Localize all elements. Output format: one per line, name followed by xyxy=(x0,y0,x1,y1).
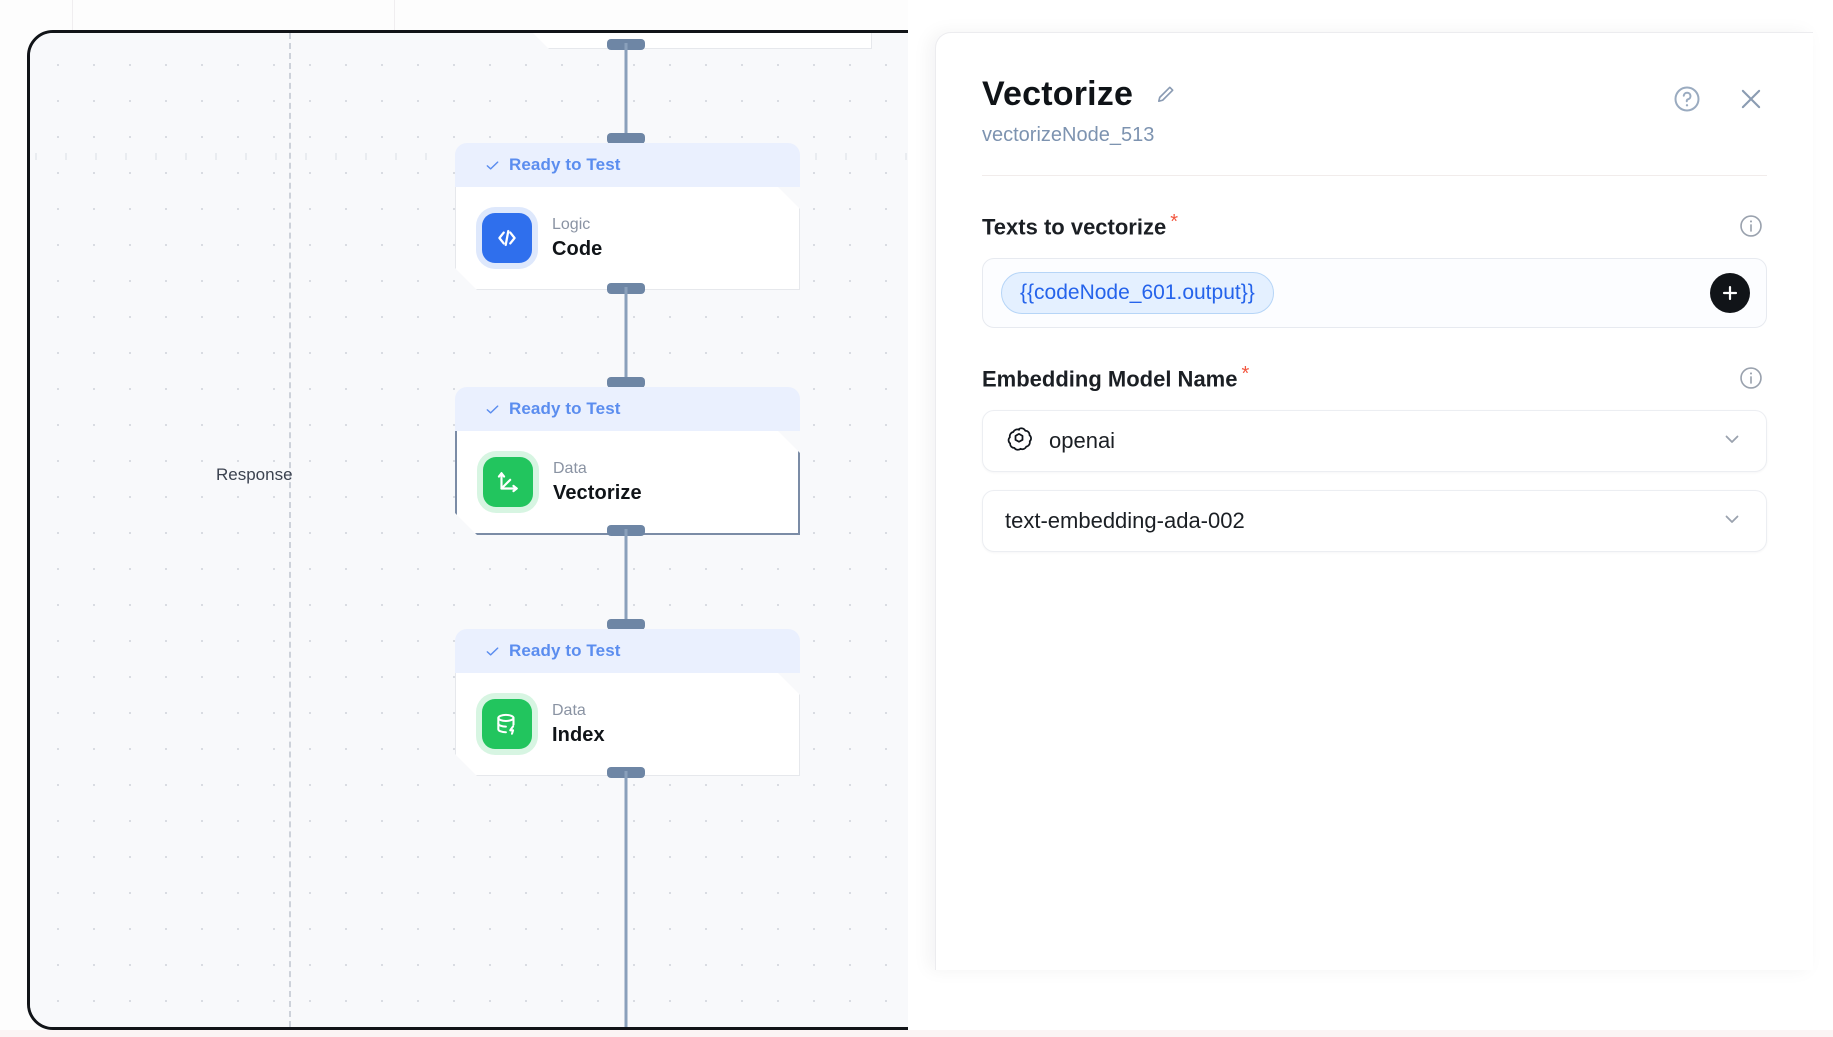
connector-line xyxy=(624,771,628,1027)
workflow-node-vectorize[interactable]: Ready to Test Data Vectorize xyxy=(455,387,800,535)
node-category: Data xyxy=(552,701,586,719)
required-marker: * xyxy=(1170,211,1179,234)
check-icon xyxy=(485,402,500,417)
node-card[interactable]: Data Vectorize xyxy=(455,431,800,535)
check-icon xyxy=(485,644,500,659)
embedding-model-value: text-embedding-ada-002 xyxy=(1005,508,1245,533)
connector-line xyxy=(624,43,628,139)
node-status-label: Ready to Test xyxy=(509,399,621,418)
required-marker: * xyxy=(1241,363,1250,386)
node-card[interactable]: Data Index xyxy=(455,673,800,776)
field-label-row: Texts to vectorize* xyxy=(982,210,1767,242)
panel-divider xyxy=(982,175,1767,176)
page-bottom-strip xyxy=(0,1030,1833,1037)
node-title: Code xyxy=(552,237,603,260)
panel-title-row: Vectorize xyxy=(982,75,1767,114)
node-status-badge: Ready to Test xyxy=(455,143,800,187)
node-category: Data xyxy=(553,459,587,477)
database-bolt-icon xyxy=(482,699,532,749)
code-icon xyxy=(482,213,532,263)
node-settings-panel: Vectorize vectorizeNode_513 xyxy=(935,32,1813,970)
chevron-down-icon[interactable] xyxy=(1720,427,1744,456)
node-title: Vectorize xyxy=(553,481,642,504)
response-label: Response xyxy=(216,465,293,484)
embedding-provider-value: openai xyxy=(1049,428,1116,453)
connector-handle[interactable] xyxy=(607,619,645,630)
panel-header: Vectorize vectorizeNode_513 xyxy=(936,33,1813,147)
node-status-badge: Ready to Test xyxy=(455,629,800,673)
connector-handle[interactable] xyxy=(607,377,645,388)
field-label-text: Texts to vectorize xyxy=(982,214,1167,240)
embedding-provider-select[interactable]: openai xyxy=(982,410,1767,472)
node-meta: Data Index xyxy=(552,702,605,747)
check-icon xyxy=(485,158,500,173)
node-id-label: vectorizeNode_513 xyxy=(982,124,1155,146)
field-label: Texts to vectorize* xyxy=(982,211,1178,240)
node-status-label: Ready to Test xyxy=(509,155,621,174)
workflow-node-index[interactable]: Ready to Test Data Index xyxy=(455,629,800,776)
node-card-partial-above[interactable] xyxy=(527,30,872,49)
connector-handle[interactable] xyxy=(607,133,645,144)
close-icon[interactable] xyxy=(1735,83,1767,115)
connector-line xyxy=(624,287,628,383)
node-meta: Logic Code xyxy=(552,216,602,261)
field-texts-to-vectorize: Texts to vectorize* {{codeNode_601.outpu… xyxy=(982,210,1767,328)
help-circle-icon[interactable] xyxy=(1671,83,1703,115)
info-icon[interactable] xyxy=(1735,210,1767,242)
field-label: Embedding Model Name* xyxy=(982,363,1249,392)
chevron-down-icon[interactable] xyxy=(1720,507,1744,536)
node-status-label: Ready to Test xyxy=(509,641,621,660)
node-card[interactable]: Logic Code xyxy=(455,187,800,290)
node-meta: Data Vectorize xyxy=(553,460,642,505)
pencil-icon[interactable] xyxy=(1149,79,1181,111)
field-label-text: Embedding Model Name xyxy=(982,366,1238,392)
variable-token-chip[interactable]: {{codeNode_601.output}} xyxy=(1001,272,1274,314)
embedding-model-select[interactable]: text-embedding-ada-002 xyxy=(982,490,1767,552)
node-category: Logic xyxy=(552,215,591,233)
plus-icon[interactable] xyxy=(1710,273,1750,313)
panel-actions xyxy=(1671,83,1767,115)
node-title: Index xyxy=(552,723,605,746)
openai-logo-icon xyxy=(1005,425,1033,458)
workflow-node-code[interactable]: Ready to Test Logic Code xyxy=(455,143,800,290)
panel-body: Texts to vectorize* {{codeNode_601.outpu… xyxy=(936,210,1813,552)
node-status-badge: Ready to Test xyxy=(455,387,800,431)
canvas-guide-dashed-line xyxy=(289,33,291,1027)
vector-axes-icon xyxy=(483,457,533,507)
field-label-row: Embedding Model Name* xyxy=(982,362,1767,394)
texts-to-vectorize-input[interactable]: {{codeNode_601.output}} xyxy=(982,258,1767,328)
field-embedding-model-name: Embedding Model Name* xyxy=(982,362,1767,552)
info-icon[interactable] xyxy=(1735,362,1767,394)
page-title: Vectorize xyxy=(982,75,1134,113)
connector-line xyxy=(624,529,628,625)
